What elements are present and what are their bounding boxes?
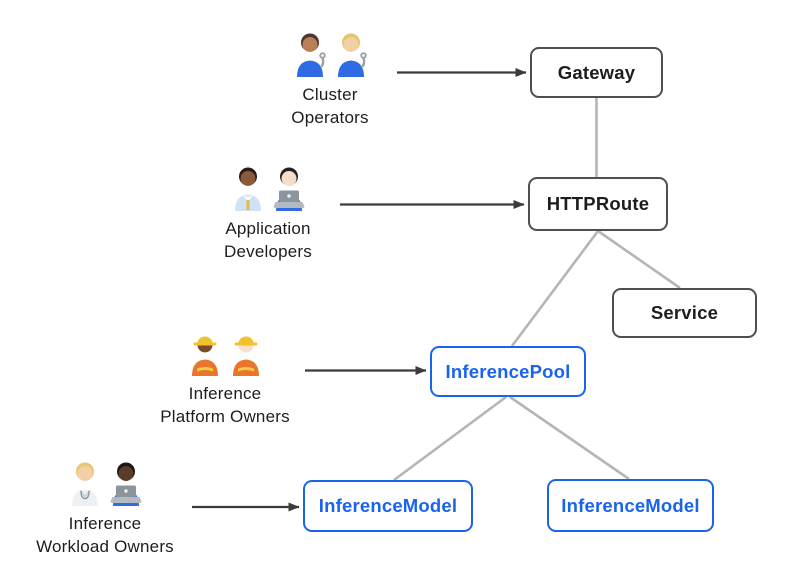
cluster-operators-mechanics-emoji <box>292 31 369 77</box>
node-httproute-label: HTTPRoute <box>546 193 650 214</box>
edge-inferencepool-inferencemodel-left <box>393 395 507 482</box>
actor-application-developers: Application Developers <box>158 165 378 263</box>
node-inferencemodel-right: InferenceModel <box>547 479 714 532</box>
application-developers-emoji <box>230 165 307 211</box>
actor-inference-workload-owners: Inference Workload Owners <box>0 460 215 558</box>
edge-inferencepool-inferencemodel-right <box>509 395 630 481</box>
actor-inference-platform-owners: Inference Platform Owners <box>115 330 335 428</box>
node-httproute: HTTPRoute <box>528 177 668 231</box>
actor-cluster-operators: Cluster Operators <box>220 31 440 129</box>
actor-inference-platform-owners-label: Inference Platform Owners <box>160 382 290 428</box>
actor-inference-workload-owners-label: Inference Workload Owners <box>36 512 174 558</box>
node-inferencemodel-left-label: InferenceModel <box>318 495 458 516</box>
actor-label-line: Operators <box>291 108 369 127</box>
actor-label-line: Cluster <box>302 85 358 104</box>
node-service: Service <box>612 288 757 338</box>
actor-label-line: Developers <box>224 242 312 261</box>
actor-cluster-operators-label: Cluster Operators <box>291 83 368 129</box>
actor-label-line: Inference <box>188 384 262 403</box>
actor-label-line: Application <box>225 219 311 238</box>
edge-httproute-service <box>597 229 681 290</box>
actor-application-developers-label: Application Developers <box>224 217 312 263</box>
actor-label-line: Platform Owners <box>160 407 290 426</box>
inference-workload-owners-emoji <box>67 460 144 506</box>
node-inferencemodel-right-label: InferenceModel <box>561 494 700 516</box>
node-inferencemodel-left: InferenceModel <box>303 480 473 532</box>
node-gateway: Gateway <box>530 47 663 98</box>
node-service-label: Service <box>650 302 719 323</box>
actor-label-line: Inference <box>68 514 142 533</box>
node-inferencepool-label: InferencePool <box>445 360 571 382</box>
actor-label-line: Workload Owners <box>36 537 174 556</box>
construction-workers-emoji <box>187 330 264 376</box>
node-inferencepool: InferencePool <box>430 346 586 397</box>
node-gateway-label: Gateway <box>557 61 636 83</box>
edge-httproute-inferencepool <box>510 230 600 347</box>
